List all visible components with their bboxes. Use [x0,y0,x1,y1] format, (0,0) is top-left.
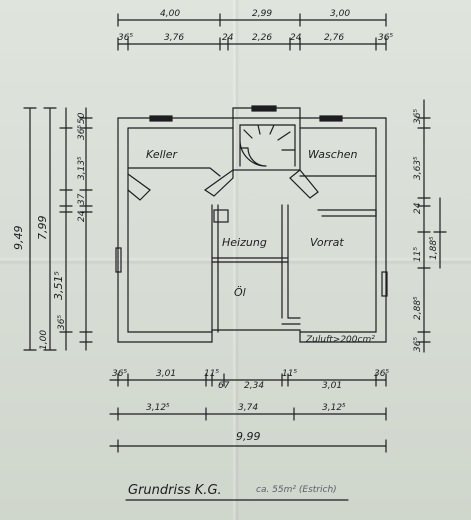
dim-left-mid-label: 7,99 [36,216,49,241]
dim-bot1-h: 36⁵ [374,369,389,379]
stair-box [232,117,301,171]
dim-bot1-d: 67 [218,381,230,391]
dim-left-small [79,107,93,351]
dim-left-small-5: 24 [77,210,87,222]
dim-right-4: 11⁵ [413,247,423,262]
dim-bot1-e: 2,34 [244,381,264,391]
dim-right-6: 2,88⁵ [413,296,423,320]
dim-top-line-2 [117,37,387,51]
inner-outline [127,127,377,333]
dim-bottom-line-2 [109,407,387,421]
room-label-keller: Keller [146,148,178,161]
window-top-stair [251,105,277,112]
dim-bot1-f: 11⁵ [282,369,297,379]
dim-bot1-b: 3,01 [156,369,176,379]
room-label-oel: Öl [234,286,246,299]
dim-left-small-4: 37 [77,193,87,205]
dim-left-small-2: 3,13⁵ [77,156,87,180]
boiler-symbol [213,209,229,223]
partition-oel [281,317,301,325]
wall-center-left [203,168,234,197]
dim-left-mid2-label: 3,51⁵ [52,271,65,300]
dim-bottom-total-label: 9,99 [236,430,261,443]
plan-title: Grundriss K.G. [128,483,222,498]
dim-bot1-c: 11⁵ [204,369,219,379]
dim-top-c: 3,00 [330,9,350,19]
dim-bot2-c: 3,12⁵ [322,403,346,413]
outer-wall [117,107,387,343]
dim-top2-c: 24 [222,33,234,43]
plan-note: ca. 55m² (Estrich) [256,485,337,495]
dim-right-7: 36⁵ [413,337,423,352]
dim-bot1-g: 3,01 [322,381,342,391]
vent-note: Zuluft>200cm² [305,335,375,345]
dim-left-small-7: 1,00 [39,330,49,350]
dim-bot2-b: 3,74 [238,403,258,413]
dim-bottom-line-1 [109,373,387,387]
room-label-vorrat: Vorrat [310,236,344,249]
dim-top2-b: 3,76 [164,33,184,43]
dim-right-2: 3,63⁵ [413,156,423,180]
room-label-heizung: Heizung [222,236,267,249]
dim-left-mid [43,107,57,351]
dim-right [417,99,431,353]
dim-right-3: 24 [413,202,423,214]
room-label-waschen: Waschen [308,148,358,161]
dim-top-b: 2,99 [252,9,272,19]
wall-keller [127,167,221,201]
dim-left-small-6: 36⁵ [57,315,67,330]
window-left [115,247,122,273]
window-top-right [319,115,343,122]
dim-bot2-a: 3,12⁵ [146,403,170,413]
dim-top2-d: 2,26 [252,33,272,43]
dim-bot1-a: 36⁵ [112,369,127,379]
dim-top-a: 4,00 [160,9,180,19]
dim-right-1: 36⁵ [413,109,423,124]
wall-center-right [289,169,319,199]
spiral-stair [239,124,296,167]
partition-horizontal [211,257,289,263]
window-right [381,271,388,297]
dim-right-5: 1,88⁵ [429,236,439,260]
dim-left-small-1: 50 [77,112,87,124]
dim-top-line-1 [117,13,387,27]
window-top-left [149,115,173,122]
wall-waschen [299,175,377,217]
dim-top2-f: 2,76 [324,33,344,43]
dim-right-2 [433,197,447,269]
dim-left-outer-label: 9,49 [12,226,25,251]
dim-left-inner [59,107,73,351]
dim-top2-g: 36⁵ [378,33,393,43]
dim-left-small-3: 36⁵ [77,125,87,140]
dim-bottom-total [109,439,387,453]
dim-top2-e: 24 [290,33,302,43]
partition-vertical-left [211,204,219,333]
dim-left-outer [23,107,37,351]
dim-top2-a: 36⁵ [118,33,133,43]
